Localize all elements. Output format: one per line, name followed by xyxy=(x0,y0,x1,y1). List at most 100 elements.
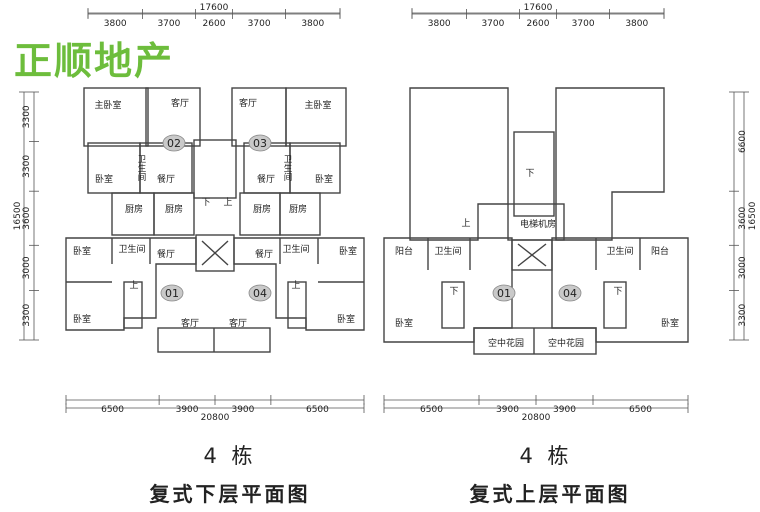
unit-number: 04 xyxy=(563,287,577,300)
right-building-label: 4 栋 xyxy=(519,444,573,468)
right-bottom-dim-value: 6500 xyxy=(420,405,443,415)
left-top-dim-value: 3800 xyxy=(104,19,127,29)
left-side-dim-value: 3000 xyxy=(22,256,32,279)
room-label: 餐厅 xyxy=(255,248,273,260)
unit-number-badge xyxy=(160,284,184,302)
room-label: 卫 xyxy=(284,155,293,165)
left-bottom-dim-value: 6500 xyxy=(306,405,329,415)
room-label: 卧室 xyxy=(95,173,113,185)
left-bottom-total-value: 20800 xyxy=(201,413,230,423)
left-side-dim-value: 3600 xyxy=(22,207,32,230)
left-building-label: 4 栋 xyxy=(203,444,257,468)
left-side-dim-value: 3300 xyxy=(22,303,32,326)
dimension-lines xyxy=(19,8,749,413)
room-label: 卫生间 xyxy=(606,245,633,257)
right-side-dim-value: 3600 xyxy=(738,207,748,230)
room-label: 间 xyxy=(138,173,147,183)
left-bottom-dim-value: 3900 xyxy=(231,405,254,415)
unit-number: 02 xyxy=(167,137,181,150)
room-label: 生 xyxy=(284,163,293,174)
unit-number: 04 xyxy=(253,287,267,300)
left-side-dim-value: 3300 xyxy=(22,105,32,128)
left-side-total-value: 16500 xyxy=(13,201,23,230)
room-label: 卧室 xyxy=(661,317,679,329)
stair-marker: 上 xyxy=(129,280,138,291)
left-top-dim-value: 2600 xyxy=(203,19,226,29)
right-floor-title: 复式上层平面图 xyxy=(469,482,631,506)
unit-number-badge xyxy=(248,284,272,302)
room-label: 卫生间 xyxy=(282,243,309,255)
room-label: 厨房 xyxy=(253,203,271,215)
room-label: 主卧室 xyxy=(304,99,331,111)
left-top-dim-value: 3700 xyxy=(157,19,180,29)
right-plan-walls xyxy=(383,87,689,355)
right-top-dim-value: 3700 xyxy=(481,19,504,29)
room-label: 餐厅 xyxy=(157,248,175,260)
stair-marker: 上 xyxy=(291,280,300,291)
unit-number: 01 xyxy=(497,287,511,300)
room-label: 厨房 xyxy=(165,203,183,215)
room-label: 厨房 xyxy=(125,203,143,215)
unit-number-badge xyxy=(558,284,582,302)
room-label: 卧室 xyxy=(337,313,355,325)
left-side-dim-value: 3300 xyxy=(22,155,32,178)
room-label: 客厅 xyxy=(171,97,189,109)
stair-marker: 下 xyxy=(613,287,622,297)
room-label: 阳台 xyxy=(395,245,413,257)
room-label: 餐厅 xyxy=(257,173,275,185)
room-label: 客厅 xyxy=(239,97,257,109)
room-label: 主卧室 xyxy=(94,99,121,111)
room-label: 卧室 xyxy=(73,245,91,257)
stair-marker: 上 xyxy=(461,218,470,229)
right-top-dim-value: 3800 xyxy=(625,19,648,29)
unit-number-badge xyxy=(492,284,516,302)
left-bottom-dim-value: 3900 xyxy=(176,405,199,415)
room-label: 卧室 xyxy=(395,317,413,329)
unit-number-badge xyxy=(248,134,272,152)
unit-number-badge xyxy=(162,134,186,152)
room-label: 卧室 xyxy=(339,245,357,257)
room-label: 客厅 xyxy=(181,317,199,329)
room-label: 生 xyxy=(138,163,147,174)
left-bottom-dim-value: 6500 xyxy=(101,405,124,415)
room-label: 间 xyxy=(284,173,293,183)
room-label: 餐厅 xyxy=(157,173,175,185)
right-bottom-dim-value: 3900 xyxy=(496,405,519,415)
right-bottom-dim-value: 3900 xyxy=(553,405,576,415)
right-top-dim-value: 2600 xyxy=(527,19,550,29)
room-label: 卫生间 xyxy=(118,243,145,255)
stair-marker: 下 xyxy=(201,198,210,208)
right-side-total-value: 16500 xyxy=(748,201,758,230)
stair-marker: 下 xyxy=(525,169,534,179)
left-top-dim-value: 3800 xyxy=(301,19,324,29)
right-side-dim-value: 6600 xyxy=(738,130,748,153)
room-label: 空中花园 xyxy=(548,337,584,349)
right-side-dim-value: 3300 xyxy=(738,303,748,326)
left-top-dim-value: 3700 xyxy=(248,19,271,29)
stair-marker: 上 xyxy=(223,197,232,208)
unit-number: 01 xyxy=(165,287,179,300)
right-top-dim-value: 3700 xyxy=(572,19,595,29)
right-side-dim-value: 3000 xyxy=(738,256,748,279)
right-bottom-total-value: 20800 xyxy=(522,413,551,423)
room-label: 客厅 xyxy=(229,317,247,329)
right-top-total-value: 17600 xyxy=(524,3,553,13)
room-label: 卫生间 xyxy=(434,245,461,257)
left-top-total-value: 17600 xyxy=(200,3,229,13)
plan-labels: 17600 3800 3700 2600 3700 3800 6500 3900 3900 650… xyxy=(13,3,758,423)
room-label: 空中花园 xyxy=(488,337,524,349)
room-label: 卧室 xyxy=(73,313,91,325)
left-floor-title: 复式下层平面图 xyxy=(149,482,311,506)
left-plan-walls xyxy=(65,87,365,353)
unit-number: 03 xyxy=(253,137,267,150)
right-bottom-dim-value: 6500 xyxy=(629,405,652,415)
room-label: 卫 xyxy=(138,155,147,165)
brand-watermark: 正顺地产 xyxy=(14,39,175,83)
right-top-dim-value: 3800 xyxy=(428,19,451,29)
room-label: 卧室 xyxy=(315,173,333,185)
room-label: 阳台 xyxy=(651,245,669,257)
stair-marker: 下 xyxy=(449,287,458,297)
room-label: 厨房 xyxy=(289,203,307,215)
